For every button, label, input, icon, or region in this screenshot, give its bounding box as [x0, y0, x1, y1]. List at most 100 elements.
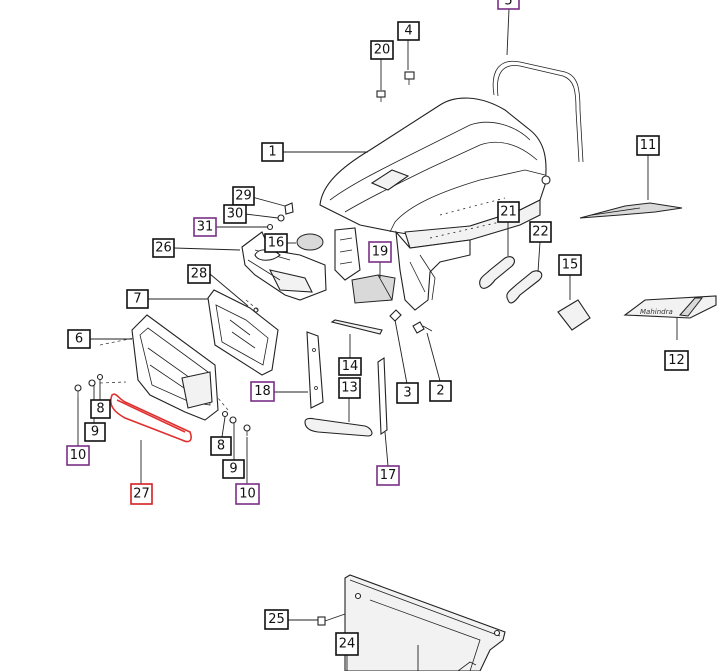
callout-25: 25	[264, 609, 289, 630]
callout-label: 4	[404, 24, 412, 39]
callout-label: 9	[229, 462, 237, 477]
handle-21	[479, 256, 515, 289]
callout-4: 4	[397, 21, 420, 41]
callout-label: 31	[197, 220, 214, 235]
bracket-18	[306, 331, 324, 409]
callout-15: 15	[558, 254, 582, 276]
nut	[541, 175, 551, 185]
callout-label: 7	[133, 292, 141, 307]
callout-9-left: 9	[84, 422, 106, 442]
callout-label: 3	[403, 386, 411, 401]
hood	[319, 97, 547, 249]
callout-20: 20	[370, 40, 394, 60]
callout-18: 18	[250, 381, 275, 402]
nut-9-right	[229, 416, 237, 424]
callout-label: 10	[70, 448, 87, 463]
callouts: 1 2 3 4 5 6 7 8 8 9 9 10 10 11 12 13 14 …	[66, 0, 689, 656]
callout-19: 19	[368, 241, 392, 263]
bolt-2	[412, 321, 433, 334]
callout-label: 24	[339, 637, 356, 652]
grille-inner-28	[207, 289, 279, 376]
callout-5: 5	[497, 0, 520, 10]
callout-label: 9	[91, 425, 99, 440]
callout-label: 8	[96, 402, 104, 417]
block-19	[351, 274, 396, 304]
callout-label: 17	[380, 468, 397, 483]
callout-label: 25	[268, 612, 285, 627]
callout-12: 12	[664, 350, 689, 371]
strip-14	[330, 319, 383, 335]
screw-31	[266, 223, 274, 231]
bolt-3	[389, 309, 402, 322]
grille-outer-6	[131, 314, 219, 421]
side-decal-11	[579, 202, 683, 219]
callout-13: 13	[338, 377, 361, 399]
callout-label: 1	[268, 145, 276, 160]
callout-29: 29	[232, 186, 255, 206]
bolt-10-left	[74, 384, 82, 397]
callout-8-right: 8	[210, 436, 232, 456]
callout-22: 22	[529, 221, 552, 243]
callout-label: 5	[504, 0, 512, 9]
callout-26: 26	[152, 238, 175, 258]
callout-label: 26	[155, 241, 172, 256]
callout-label: 8	[217, 439, 225, 454]
callout-14: 14	[338, 357, 362, 376]
nut-9-left	[88, 379, 96, 387]
callout-11: 11	[636, 135, 660, 156]
brand-decal-12: Mahindra	[623, 295, 717, 319]
callout-label: 15	[562, 258, 579, 273]
callout-7: 7	[126, 289, 149, 309]
callout-8-left: 8	[90, 399, 111, 419]
callout-24: 24	[335, 632, 359, 656]
callout-label: 13	[341, 381, 358, 396]
callout-10-left: 10	[66, 445, 90, 466]
callout-3: 3	[396, 382, 419, 404]
callout-1: 1	[261, 142, 284, 162]
callout-label: 2	[436, 384, 444, 399]
bracket-26	[241, 231, 327, 301]
strip-13	[304, 417, 373, 437]
callout-label: 21	[500, 205, 517, 220]
callout-21: 21	[497, 201, 520, 223]
callout-2: 2	[429, 380, 452, 402]
hood-side-panel	[334, 227, 471, 311]
callout-30: 30	[223, 204, 247, 224]
callout-label: 27	[133, 487, 150, 502]
callout-label: 28	[191, 267, 208, 282]
callout-17: 17	[376, 465, 400, 486]
bumper-27	[109, 393, 192, 443]
callout-6: 6	[67, 329, 91, 349]
clip-29	[284, 202, 294, 215]
callout-label: 6	[75, 332, 83, 347]
callout-label: 10	[239, 487, 256, 502]
emblem-16	[296, 233, 324, 251]
bolt-4	[404, 71, 415, 85]
callout-10-right: 10	[235, 483, 260, 505]
bolt-10-right	[243, 424, 251, 436]
callout-label: 16	[268, 236, 285, 251]
callout-9-right: 9	[222, 459, 245, 479]
callout-label: 12	[668, 353, 685, 368]
callout-label: 29	[235, 189, 252, 204]
callout-28: 28	[187, 264, 211, 284]
washer-8-left	[96, 373, 104, 381]
callout-label: 11	[640, 138, 657, 153]
callout-label: 30	[227, 207, 244, 222]
washer-30	[277, 214, 285, 222]
handle-22	[506, 270, 543, 304]
callout-16: 16	[264, 233, 288, 253]
callout-label: 20	[374, 43, 391, 58]
leader-lines	[77, 8, 678, 671]
callout-label: 19	[372, 245, 389, 260]
callout-label: 14	[342, 359, 359, 374]
callout-label: 18	[254, 384, 271, 399]
bar-17	[377, 356, 388, 436]
hood-trim-strip	[492, 60, 584, 163]
callout-27: 27	[130, 483, 153, 505]
brand-text: Mahindra	[640, 308, 673, 316]
panel-24	[344, 574, 506, 671]
bolt-20	[376, 90, 386, 102]
bolt-25	[317, 613, 346, 626]
